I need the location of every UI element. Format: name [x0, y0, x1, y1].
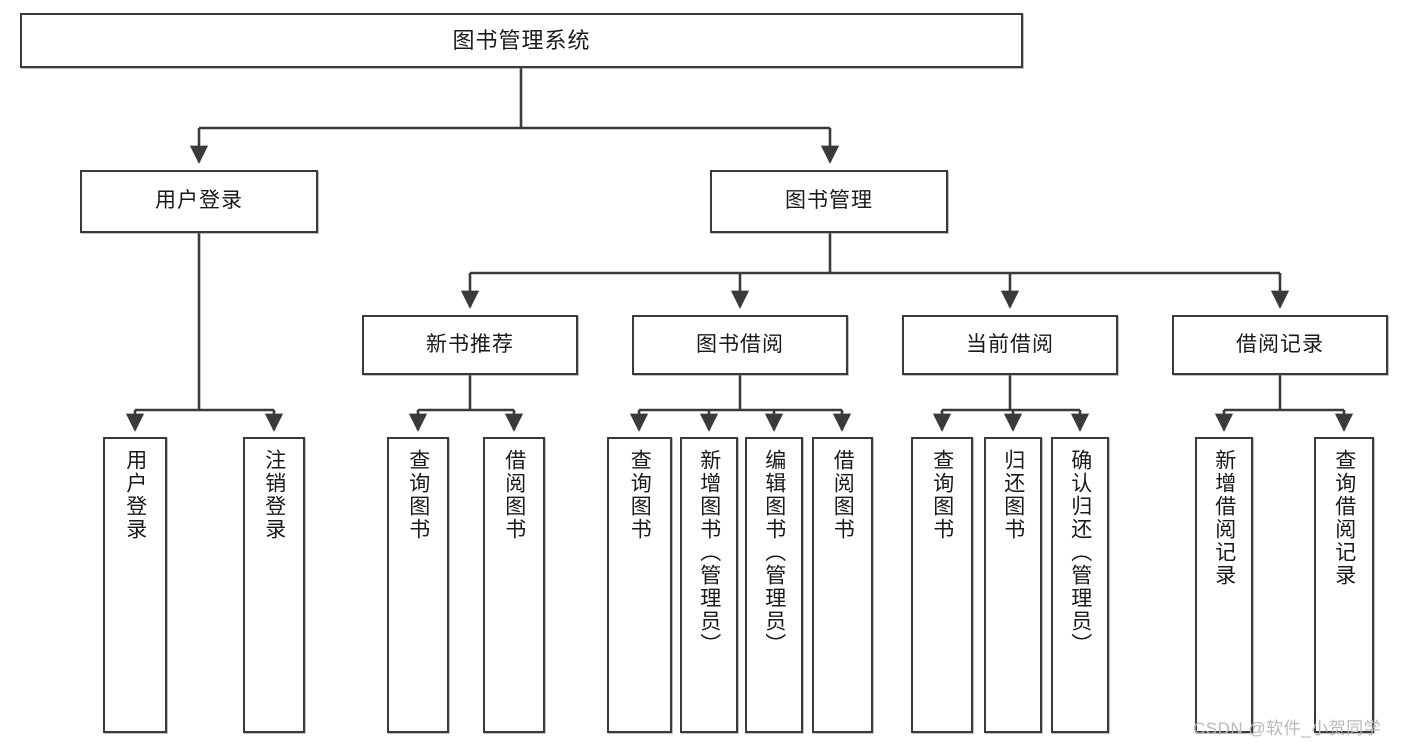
leaf-logout[interactable]: 注销登录	[243, 437, 305, 733]
node-label: 确认归还（管理员）	[1068, 449, 1092, 656]
node-label: 查询图书	[406, 449, 430, 541]
node-label: 查询借阅记录	[1332, 449, 1356, 587]
leaf-query-book-recommend[interactable]: 查询图书	[387, 437, 449, 733]
node-current-borrow[interactable]: 当前借阅	[902, 315, 1118, 375]
leaf-user-login[interactable]: 用户登录	[103, 437, 167, 733]
node-label: 新增借阅记录	[1212, 449, 1236, 587]
node-label: 借阅记录	[1236, 332, 1324, 356]
leaf-query-book-current[interactable]: 查询图书	[911, 437, 973, 733]
node-book-borrow[interactable]: 图书借阅	[632, 315, 848, 375]
node-label: 注销登录	[262, 449, 286, 541]
node-label: 查询图书	[930, 449, 954, 541]
leaf-borrow-book[interactable]: 借阅图书	[812, 437, 873, 733]
leaf-return-book[interactable]: 归还图书	[984, 437, 1042, 733]
node-borrow-record[interactable]: 借阅记录	[1172, 315, 1388, 375]
watermark: CSDN @软件_小贺同学	[1193, 719, 1382, 738]
leaf-query-book-borrow[interactable]: 查询图书	[607, 437, 672, 733]
node-book-management[interactable]: 图书管理	[710, 170, 948, 233]
node-label: 借阅图书	[831, 449, 855, 541]
node-root[interactable]: 图书管理系统	[20, 13, 1023, 68]
node-label: 查询图书	[628, 449, 652, 541]
node-label: 图书管理系统	[452, 27, 591, 53]
node-label: 新书推荐	[426, 332, 514, 356]
leaf-borrow-book-recommend[interactable]: 借阅图书	[483, 437, 545, 733]
node-label: 归还图书	[1001, 449, 1025, 541]
leaf-edit-book-admin[interactable]: 编辑图书（管理员）	[745, 437, 803, 733]
node-label: 用户登录	[155, 189, 243, 213]
node-label: 图书管理	[785, 189, 873, 213]
node-user-login[interactable]: 用户登录	[80, 170, 318, 233]
node-new-book-recommend[interactable]: 新书推荐	[362, 315, 578, 375]
leaf-confirm-return-admin[interactable]: 确认归还（管理员）	[1051, 437, 1109, 733]
node-label: 当前借阅	[966, 332, 1054, 356]
node-label: 新增图书（管理员）	[697, 449, 721, 656]
node-label: 编辑图书（管理员）	[762, 449, 786, 656]
node-label: 借阅图书	[502, 449, 526, 541]
leaf-add-book-admin[interactable]: 新增图书（管理员）	[680, 437, 738, 733]
node-label: 用户登录	[123, 449, 147, 541]
leaf-query-borrow-record[interactable]: 查询借阅记录	[1314, 437, 1374, 733]
leaf-add-borrow-record[interactable]: 新增借阅记录	[1195, 437, 1253, 733]
node-label: 图书借阅	[696, 332, 784, 356]
